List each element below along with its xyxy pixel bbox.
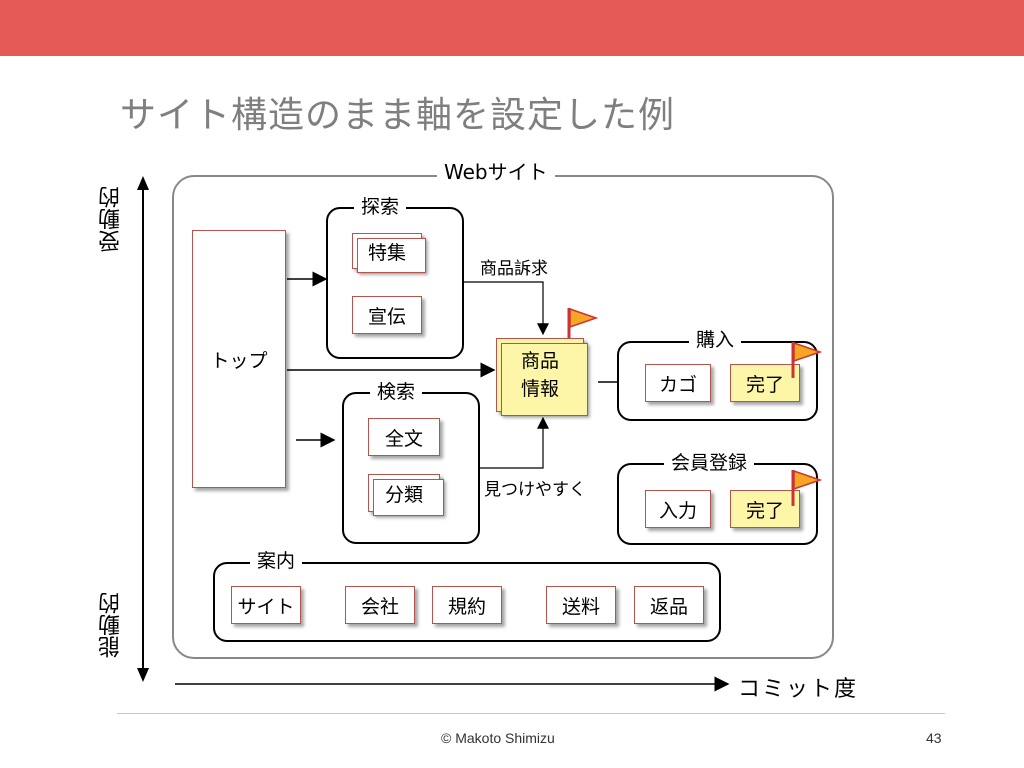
guide-item-returns[interactable]: 返品 (634, 586, 704, 624)
register-item-input[interactable]: 入力 (645, 490, 711, 528)
search-item-category-label: 分類 (384, 483, 423, 506)
guide-item-returns-label: 返品 (649, 595, 688, 618)
website-label: Webサイト (437, 160, 555, 184)
purchase-item-complete-label: 完了 (745, 373, 784, 396)
guide-item-site[interactable]: サイト (231, 586, 301, 624)
top-page-label: トップ (210, 349, 268, 372)
flag-icon (791, 341, 822, 378)
guide-item-company-label: 会社 (360, 595, 399, 618)
register-item-input-label: 入力 (658, 499, 697, 522)
footer-copyright: © Makoto Shimizu (441, 730, 555, 746)
purchase-item-cart[interactable]: カゴ (645, 364, 711, 402)
search-group (342, 392, 480, 544)
explore-group (326, 207, 464, 359)
product-info-label: 商品 情報 (520, 350, 559, 400)
guide-item-shipping-label: 送料 (561, 595, 600, 618)
page-number: 43 (926, 730, 942, 746)
explore-item-promotion[interactable]: 宣伝 (352, 296, 422, 334)
register-item-complete[interactable]: 完了 (730, 490, 800, 528)
explore-item-promotion-label: 宣伝 (367, 305, 406, 328)
guide-item-terms[interactable]: 規約 (432, 586, 502, 624)
flag-icon (791, 469, 822, 506)
slide-title: サイト構造のまま軸を設定した例 (120, 95, 676, 136)
purchase-item-complete[interactable]: 完了 (730, 364, 800, 402)
axis-label-commitment: コミット度 (738, 677, 859, 702)
guide-item-company[interactable]: 会社 (345, 586, 415, 624)
search-group-label: 検索 (370, 380, 423, 404)
axis-label-active: 能動的 (99, 592, 124, 658)
purchase-group-label: 購入 (689, 328, 742, 352)
search-item-category[interactable]: 分類 (368, 474, 444, 516)
guide-item-site-label: サイト (237, 595, 295, 618)
guide-item-terms-label: 規約 (447, 595, 486, 618)
register-item-complete-label: 完了 (745, 499, 784, 522)
explore-group-label: 探索 (354, 195, 407, 219)
product-info-node[interactable]: 商品 情報 (496, 338, 588, 416)
annotation-appeal: 商品訴求 (480, 259, 548, 279)
register-group-label: 会員登録 (664, 451, 755, 475)
guide-item-shipping[interactable]: 送料 (546, 586, 616, 624)
axis-label-passive: 受動的 (99, 186, 124, 252)
purchase-item-cart-label: カゴ (658, 373, 697, 396)
search-item-fulltext-label: 全文 (384, 427, 423, 450)
footer-divider (117, 713, 945, 714)
top-page-node[interactable]: トップ (192, 230, 286, 488)
guide-group-label: 案内 (250, 549, 303, 573)
header-bar (0, 0, 1024, 56)
explore-item-feature-label: 特集 (367, 241, 406, 264)
search-item-fulltext[interactable]: 全文 (368, 418, 440, 456)
explore-item-feature[interactable]: 特集 (352, 233, 426, 273)
annotation-findability: 見つけやすく (484, 480, 586, 500)
